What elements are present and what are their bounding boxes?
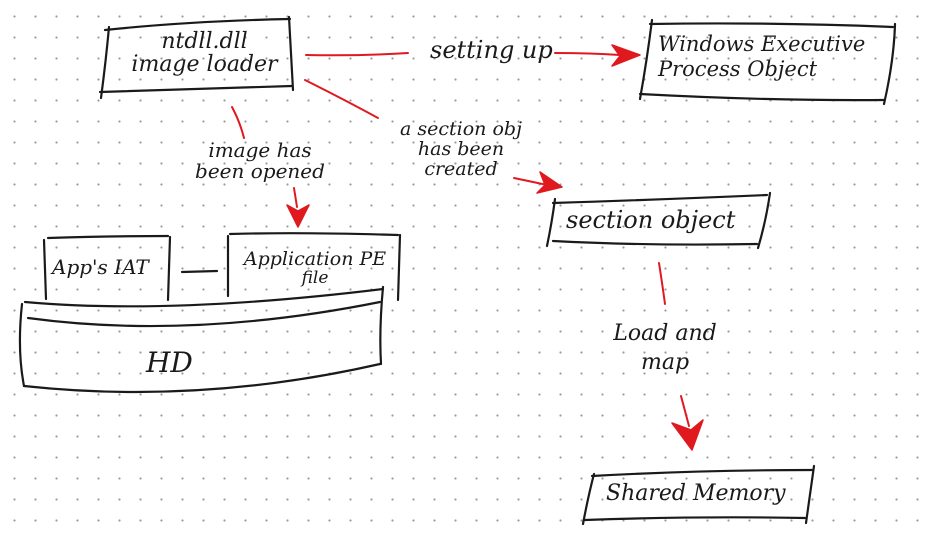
hd-label: HD	[146, 346, 193, 379]
setting-up-label: setting up	[430, 36, 553, 64]
ntdll-loader-label: ntdll.dll image loader	[122, 30, 287, 76]
section-created-line3: created	[424, 157, 498, 180]
edge-setting-up	[305, 44, 641, 67]
image-opened-line2: been opened	[195, 159, 325, 183]
exec-process-line2: Process Object	[658, 57, 818, 82]
image-opened-label: image has been opened	[160, 140, 360, 182]
ntdll-loader-line2: image loader	[131, 52, 278, 78]
exec-process-box	[638, 18, 897, 106]
load-map-label: Load and map	[580, 320, 750, 377]
edge-image-opened	[231, 106, 310, 228]
exec-process-line1: Windows Executive	[658, 32, 866, 56]
edge-section-created	[304, 79, 563, 194]
shared-memory-box	[581, 464, 816, 526]
load-map-line2: map	[640, 349, 690, 375]
ntdll-loader-line1: ntdll.dll	[161, 29, 248, 54]
ntdll-loader-box	[98, 15, 295, 100]
application-pe-label: Application PE file	[232, 248, 398, 288]
section-created-label: a section obj has been created	[376, 118, 546, 180]
hd-cylinder	[18, 285, 385, 394]
edge-load-map	[658, 262, 704, 451]
section-object-box	[545, 191, 772, 250]
section-created-line2: has been	[417, 137, 505, 160]
application-pe-box	[226, 232, 402, 302]
section-object-label: section object	[566, 206, 736, 234]
app-iat-box	[42, 234, 172, 302]
exec-process-label: Windows Executive Process Object	[658, 32, 890, 82]
image-opened-line1: image has	[208, 138, 312, 162]
load-map-line1: Load and	[613, 321, 717, 346]
iat-pe-connector	[180, 269, 219, 274]
application-pe-line1: Application PE	[243, 248, 387, 270]
app-iat-label: App's IAT	[52, 255, 149, 279]
section-created-line1: a section obj	[400, 118, 522, 140]
application-pe-line2: file	[301, 267, 329, 288]
shared-memory-label: Shared Memory	[606, 481, 786, 506]
